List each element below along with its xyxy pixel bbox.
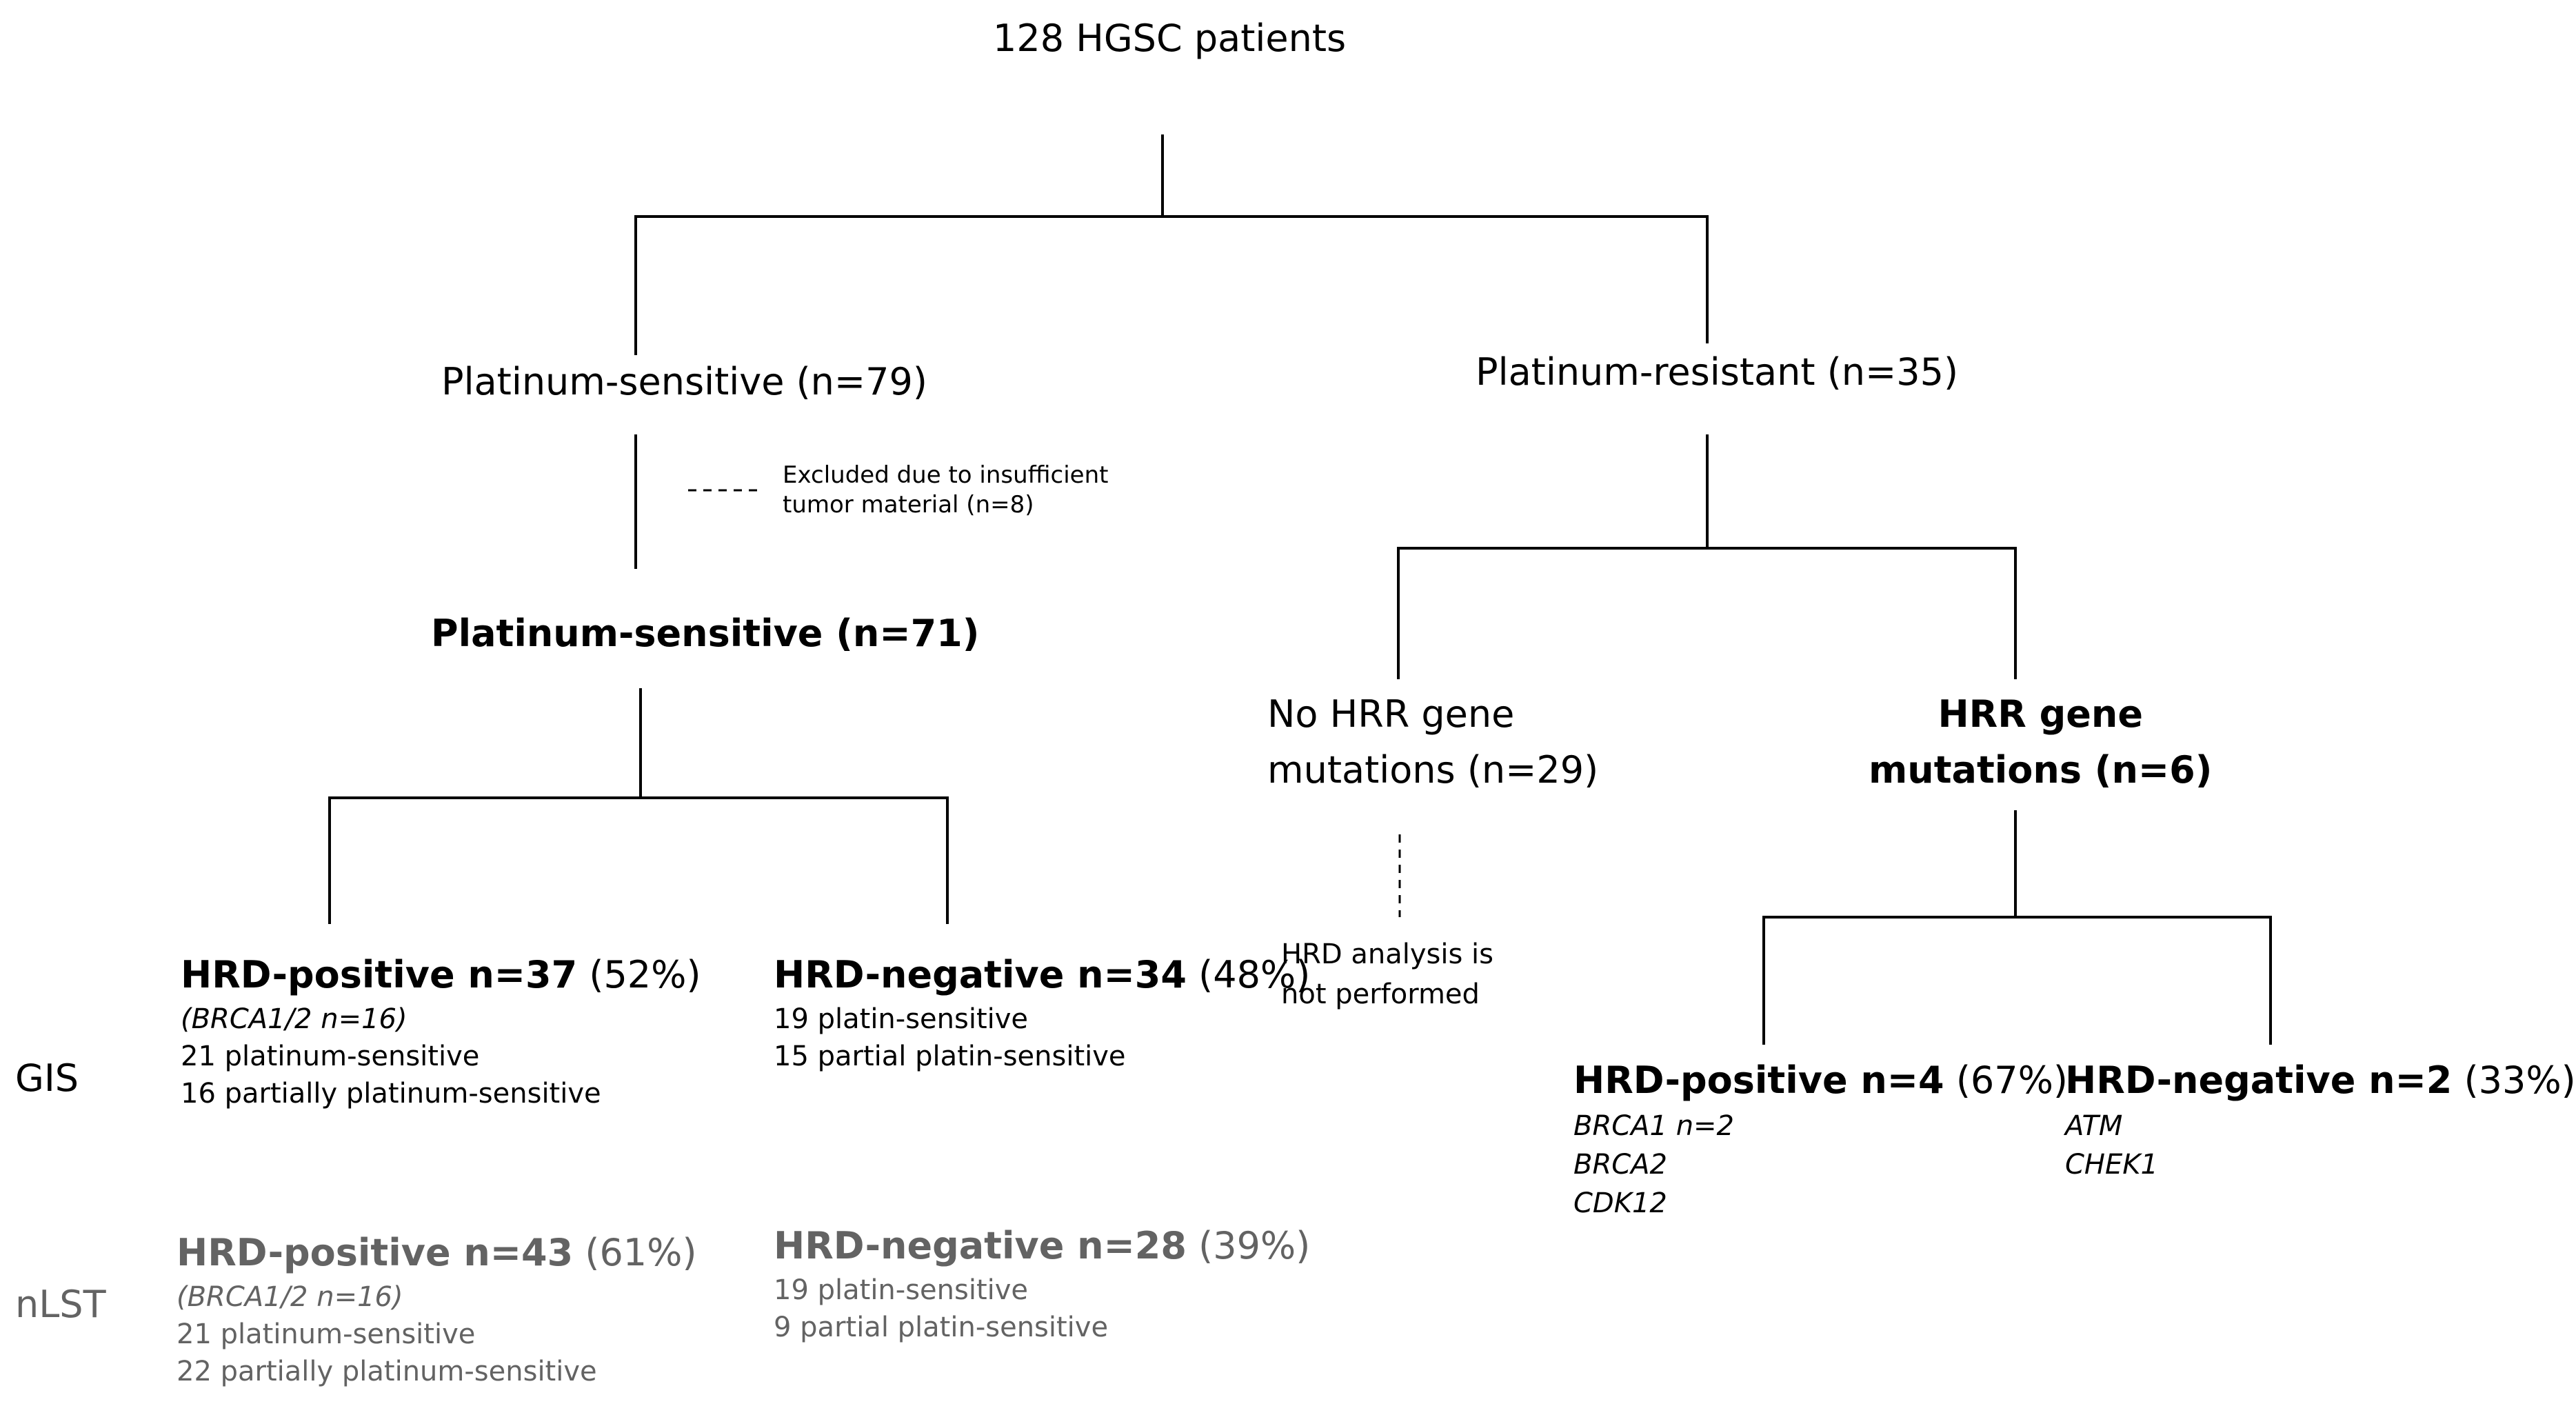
hrd-not-performed-line1: HRD analysis is	[1281, 939, 1494, 970]
no-hrr-line2: mutations (n=29)	[1267, 748, 1599, 792]
nlst-method-label: nLST	[15, 1283, 106, 1326]
hrd-not-performed-note: HRD analysis is not performed	[1281, 934, 1493, 1014]
no-hrr-line1: No HRR gene	[1267, 692, 1515, 736]
hrr-hrd-positive: HRD-positive n=4 (67%) BRCA1 n=2 BRCA2 C…	[1573, 1058, 2068, 1221]
hrr-line1: HRR gene	[1938, 692, 2143, 736]
no-hrr-node: No HRR gene mutations (n=29)	[1267, 686, 1598, 798]
nlst-hrd-negative-detail2: 9 partial platin-sensitive	[774, 1311, 1109, 1343]
hrd-not-performed-line2: not performed	[1281, 979, 1480, 1010]
gis-hrd-positive-detail2: 16 partially platinum-sensitive	[181, 1077, 601, 1110]
platinum-sensitive-node: Platinum-sensitive (n=79)	[441, 360, 927, 403]
nlst-hrd-positive-detail1: 21 platinum-sensitive	[177, 1318, 476, 1350]
gis-hrd-positive-percent: (52%)	[589, 953, 701, 996]
hrr-hrd-positive-title: HRD-positive n=4	[1573, 1058, 1944, 1102]
nlst-hrd-positive-title: HRD-positive n=43	[177, 1231, 574, 1274]
excluded-note: Excluded due to insufficient tumor mater…	[783, 461, 1108, 519]
nlst-hrd-negative-percent: (39%)	[1198, 1224, 1311, 1267]
root-node: 128 HGSC patients	[993, 17, 1347, 60]
hrr-hrd-negative-gene-2: CHEK1	[2065, 1148, 2158, 1181]
nlst-hrd-positive-detail2: 22 partially platinum-sensitive	[177, 1355, 597, 1387]
nlst-hrd-positive-percent: (61%)	[585, 1231, 697, 1274]
excluded-note-line2: tumor material (n=8)	[783, 490, 1034, 519]
hrr-hrd-negative-gene-1: ATM	[2065, 1110, 2123, 1142]
nlst-hrd-negative: HRD-negative n=28 (39%) 19 platin-sensit…	[774, 1224, 1310, 1345]
hrr-hrd-negative: HRD-negative n=2 (33%) ATM CHEK1	[2065, 1058, 2576, 1182]
hrr-hrd-positive-percent: (67%)	[1955, 1058, 2068, 1102]
gis-hrd-negative: HRD-negative n=34 (48%) 19 platin-sensit…	[774, 953, 1310, 1074]
nlst-hrd-positive: HRD-positive n=43 (61%) (BRCA1/2 n=16) 2…	[177, 1231, 697, 1389]
platinum-sensitive-71-node: Platinum-sensitive (n=71)	[431, 612, 980, 655]
excluded-note-line1: Excluded due to insufficient	[783, 461, 1109, 489]
hrr-node: HRR gene mutations (n=6)	[1869, 686, 2212, 798]
nlst-hrd-negative-title: HRD-negative n=28	[774, 1224, 1187, 1267]
gis-hrd-negative-percent: (48%)	[1198, 953, 1311, 996]
nlst-hrd-positive-brca: (BRCA1/2 n=16)	[177, 1281, 403, 1313]
gis-hrd-negative-detail2: 15 partial platin-sensitive	[774, 1040, 1126, 1072]
hrr-line2: mutations (n=6)	[1869, 748, 2213, 792]
platinum-resistant-node: Platinum-resistant (n=35)	[1476, 350, 1959, 394]
gis-hrd-negative-title: HRD-negative n=34	[774, 953, 1187, 996]
hrr-hrd-negative-title: HRD-negative n=2	[2065, 1058, 2453, 1102]
hrr-hrd-positive-gene-2: BRCA2	[1573, 1148, 1667, 1181]
gis-hrd-negative-detail1: 19 platin-sensitive	[774, 1003, 1029, 1035]
hrr-hrd-positive-gene-3: CDK12	[1573, 1187, 1667, 1219]
gis-hrd-positive-title: HRD-positive n=37	[181, 953, 578, 996]
hrr-hrd-positive-gene-1: BRCA1 n=2	[1573, 1110, 1735, 1142]
hrr-hrd-negative-percent: (33%)	[2464, 1058, 2576, 1102]
gis-method-label: GIS	[15, 1056, 79, 1100]
gis-hrd-positive: HRD-positive n=37 (52%) (BRCA1/2 n=16) 2…	[181, 953, 701, 1111]
gis-hrd-positive-detail1: 21 platinum-sensitive	[181, 1040, 480, 1072]
nlst-hrd-negative-detail1: 19 platin-sensitive	[774, 1274, 1029, 1306]
gis-hrd-positive-brca: (BRCA1/2 n=16)	[181, 1003, 407, 1035]
